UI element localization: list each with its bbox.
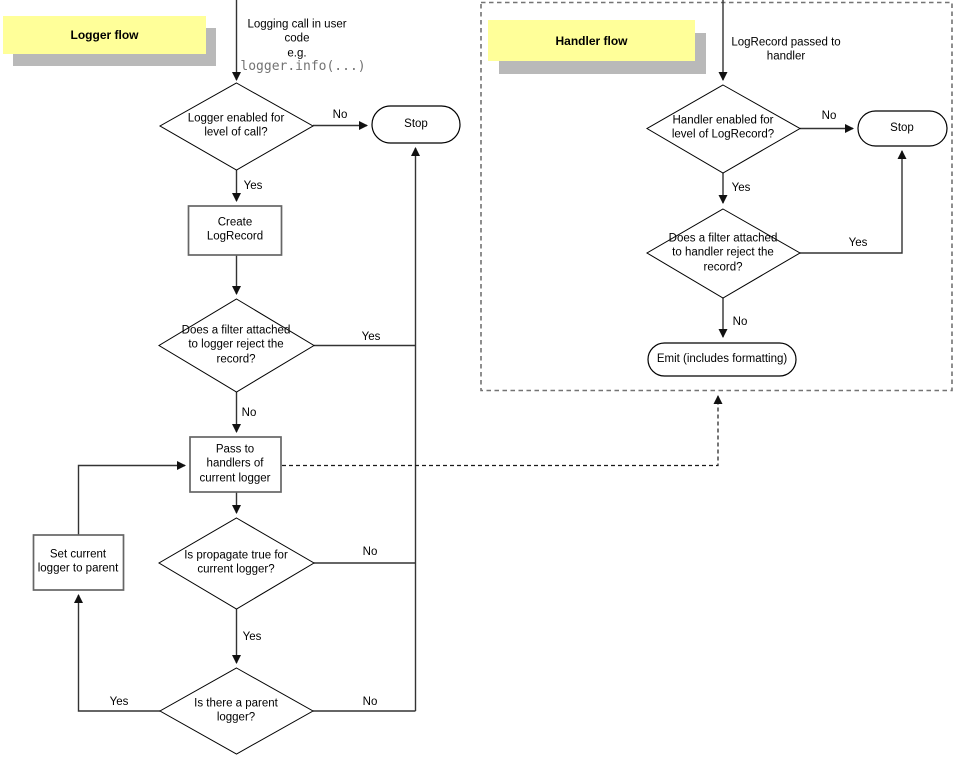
logger-filter-decision-diamond bbox=[158, 298, 315, 393]
handler-filter-decision-label: Does a filter attached to handler reject… bbox=[668, 232, 778, 274]
edge-label-yes: Yes bbox=[242, 630, 262, 643]
edge-label-yes: Yes bbox=[848, 236, 868, 249]
parent-logger-decision-diamond bbox=[158, 667, 315, 755]
logger-entry-code: logger.info(...) bbox=[240, 58, 366, 74]
logger-flow-note: Logger flow bbox=[3, 16, 206, 54]
pass-to-handlers-label: Pass to handlers of current logger bbox=[199, 443, 271, 485]
handler-level-decision-label: Handler enabled for level of LogRecord? bbox=[671, 114, 775, 141]
set-current-logger-label: Set current logger to parent bbox=[37, 548, 119, 575]
handler-flow-dashed-box bbox=[480, 1, 953, 392]
handler-stop-label: Stop bbox=[890, 121, 914, 134]
edge-label-no: No bbox=[821, 109, 837, 122]
pass-to-handlers-box bbox=[189, 436, 282, 493]
edge-label-yes: Yes bbox=[361, 330, 381, 343]
emit-label: Emit (includes formatting) bbox=[656, 352, 788, 365]
emit-terminator bbox=[647, 342, 797, 377]
logger-stop-label: Stop bbox=[404, 117, 428, 130]
logger-flow-title: Logger flow bbox=[70, 28, 139, 42]
logger-stop-terminator bbox=[371, 105, 461, 144]
set-parent-loop-arrow bbox=[77, 461, 186, 535]
propagate-decision-diamond bbox=[158, 517, 315, 610]
pass-to-handler-dashed-arrow bbox=[282, 395, 723, 467]
handler-entry-label: LogRecord passed to handler bbox=[731, 36, 841, 63]
edge-label-no: No bbox=[241, 406, 257, 419]
handler-filter-yes-arrow bbox=[800, 150, 907, 254]
edge-label-no: No bbox=[332, 108, 348, 121]
handler-flow-note: Handler flow bbox=[488, 20, 695, 61]
propagate-decision-label: Is propagate true for current logger? bbox=[184, 549, 288, 576]
handler-stop-terminator bbox=[857, 110, 948, 147]
parent-yes-arrow bbox=[74, 594, 160, 712]
set-current-logger-box bbox=[32, 534, 125, 591]
edge-label-no: No bbox=[362, 545, 378, 558]
handler-level-decision-diamond bbox=[646, 84, 802, 174]
create-logrecord-label: Create LogRecord bbox=[206, 216, 264, 243]
edge-label-yes: Yes bbox=[243, 179, 263, 192]
handler-filter-decision-diamond bbox=[646, 208, 801, 299]
edge-label-no: No bbox=[362, 695, 378, 708]
logger-level-decision-label: Logger enabled for level of call? bbox=[187, 112, 285, 139]
parent-logger-decision-label: Is there a parent logger? bbox=[194, 697, 278, 724]
edge-label-no: No bbox=[732, 315, 748, 328]
logger-filter-decision-label: Does a filter attached to logger reject … bbox=[181, 324, 291, 366]
logger-level-decision-diamond bbox=[158, 82, 315, 171]
handler-flow-title: Handler flow bbox=[555, 33, 628, 48]
create-logrecord-box bbox=[187, 205, 283, 256]
logger-entry-label: Logging call in user code e.g. bbox=[247, 18, 347, 60]
edge-label-yes: Yes bbox=[731, 181, 751, 194]
edge-label-yes: Yes bbox=[109, 695, 129, 708]
